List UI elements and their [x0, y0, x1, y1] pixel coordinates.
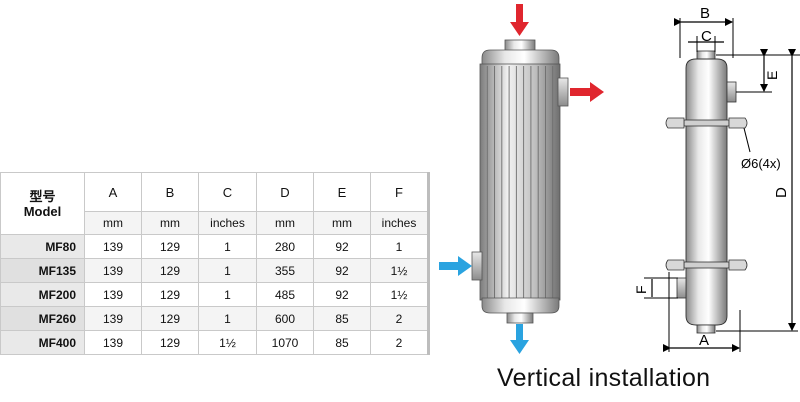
value-cell: 1: [198, 234, 257, 259]
hole-label: Ø6(4x): [741, 156, 781, 171]
value-cell: 92: [313, 258, 371, 283]
model-cell: MF400: [0, 330, 85, 355]
value-cell: 85: [313, 306, 371, 331]
hot-outlet-arrow: [570, 82, 604, 102]
drawing-bottom-nozzle: [696, 324, 716, 334]
value-cell: 139: [84, 330, 142, 355]
table-row: MF200 139 129 1 485 92 1½: [0, 282, 430, 307]
drawing-lower-side-nozzle: [676, 277, 687, 299]
bottom-outlet-nozzle: [506, 312, 534, 324]
upper-right-bracket: [728, 117, 748, 129]
value-cell: 129: [141, 330, 199, 355]
upper-left-bracket: [665, 117, 685, 129]
column-header-f: F: [370, 172, 430, 212]
top-cap: [481, 49, 560, 67]
value-cell: 1: [198, 282, 257, 307]
unit-b: mm: [141, 211, 199, 235]
model-header-cn: 型号: [29, 188, 56, 204]
dimension-label-e: E: [764, 71, 780, 80]
value-cell: 1: [370, 234, 430, 259]
upper-mounting-band: [683, 119, 730, 127]
value-cell: 129: [141, 282, 199, 307]
value-cell: 1½: [370, 258, 430, 283]
bottom-cap: [481, 297, 560, 314]
model-cell: MF80: [0, 234, 85, 259]
table-row: MF80 139 129 1 280 92 1: [0, 234, 430, 259]
value-cell: 139: [84, 282, 142, 307]
value-cell: 1½: [370, 282, 430, 307]
model-header-cell: 型号 Model: [0, 172, 85, 235]
value-cell: 1: [198, 258, 257, 283]
side-inlet-nozzle: [471, 251, 483, 281]
spec-table: 型号 Model A B C D E F mm mm inches mm mm …: [0, 172, 430, 355]
value-cell: 129: [141, 258, 199, 283]
drawing-upper-side-nozzle: [726, 81, 737, 103]
hole-leader-line: [743, 127, 751, 153]
model-header-en: Model: [23, 203, 62, 219]
hot-inlet-arrow: [510, 4, 529, 36]
value-cell: 1½: [198, 330, 257, 355]
tube-bundle: [479, 63, 561, 301]
value-cell: 139: [84, 306, 142, 331]
column-header-c: C: [198, 172, 257, 212]
column-header-a: A: [84, 172, 142, 212]
dimension-label-d: D: [773, 187, 790, 198]
table-row: MF135 139 129 1 355 92 1½: [0, 258, 430, 283]
column-header-d: D: [256, 172, 314, 212]
value-cell: 1: [198, 306, 257, 331]
side-outlet-nozzle: [557, 77, 569, 107]
value-cell: 2: [370, 330, 430, 355]
caption: Vertical installation: [497, 364, 711, 392]
value-cell: 485: [256, 282, 314, 307]
dimension-drawing: B C E D Ø6(4x) F A: [633, 5, 800, 352]
lower-left-bracket: [665, 259, 685, 271]
cold-outlet-arrow: [510, 324, 529, 354]
value-cell: 355: [256, 258, 314, 283]
value-cell: 129: [141, 234, 199, 259]
unit-a: mm: [84, 211, 142, 235]
cold-inlet-arrow: [439, 256, 472, 276]
dimension-label-f: F: [633, 285, 649, 294]
table-header-row: 型号 Model A B C D E F: [0, 172, 430, 235]
value-cell: 92: [313, 234, 371, 259]
value-cell: 600: [256, 306, 314, 331]
model-cell: MF260: [0, 306, 85, 331]
drawing-top-nozzle: [696, 50, 716, 60]
drawing-body: [685, 58, 728, 326]
table-row: MF260 139 129 1 600 85 2: [0, 306, 430, 331]
value-cell: 1070: [256, 330, 314, 355]
lower-mounting-band: [683, 261, 730, 269]
table-row: MF400 139 129 1½ 1070 85 2: [0, 330, 430, 355]
tube-lines: [486, 66, 554, 298]
value-cell: 139: [84, 234, 142, 259]
heat-exchanger-illustration: [439, 4, 604, 354]
unit-e: mm: [313, 211, 371, 235]
dimension-label-c: C: [701, 28, 712, 45]
unit-d: mm: [256, 211, 314, 235]
value-cell: 129: [141, 306, 199, 331]
lower-right-bracket: [728, 259, 748, 271]
dimension-label-b: B: [700, 5, 710, 22]
model-cell: MF135: [0, 258, 85, 283]
unit-f: inches: [370, 211, 430, 235]
dimension-label-a: A: [699, 332, 709, 349]
